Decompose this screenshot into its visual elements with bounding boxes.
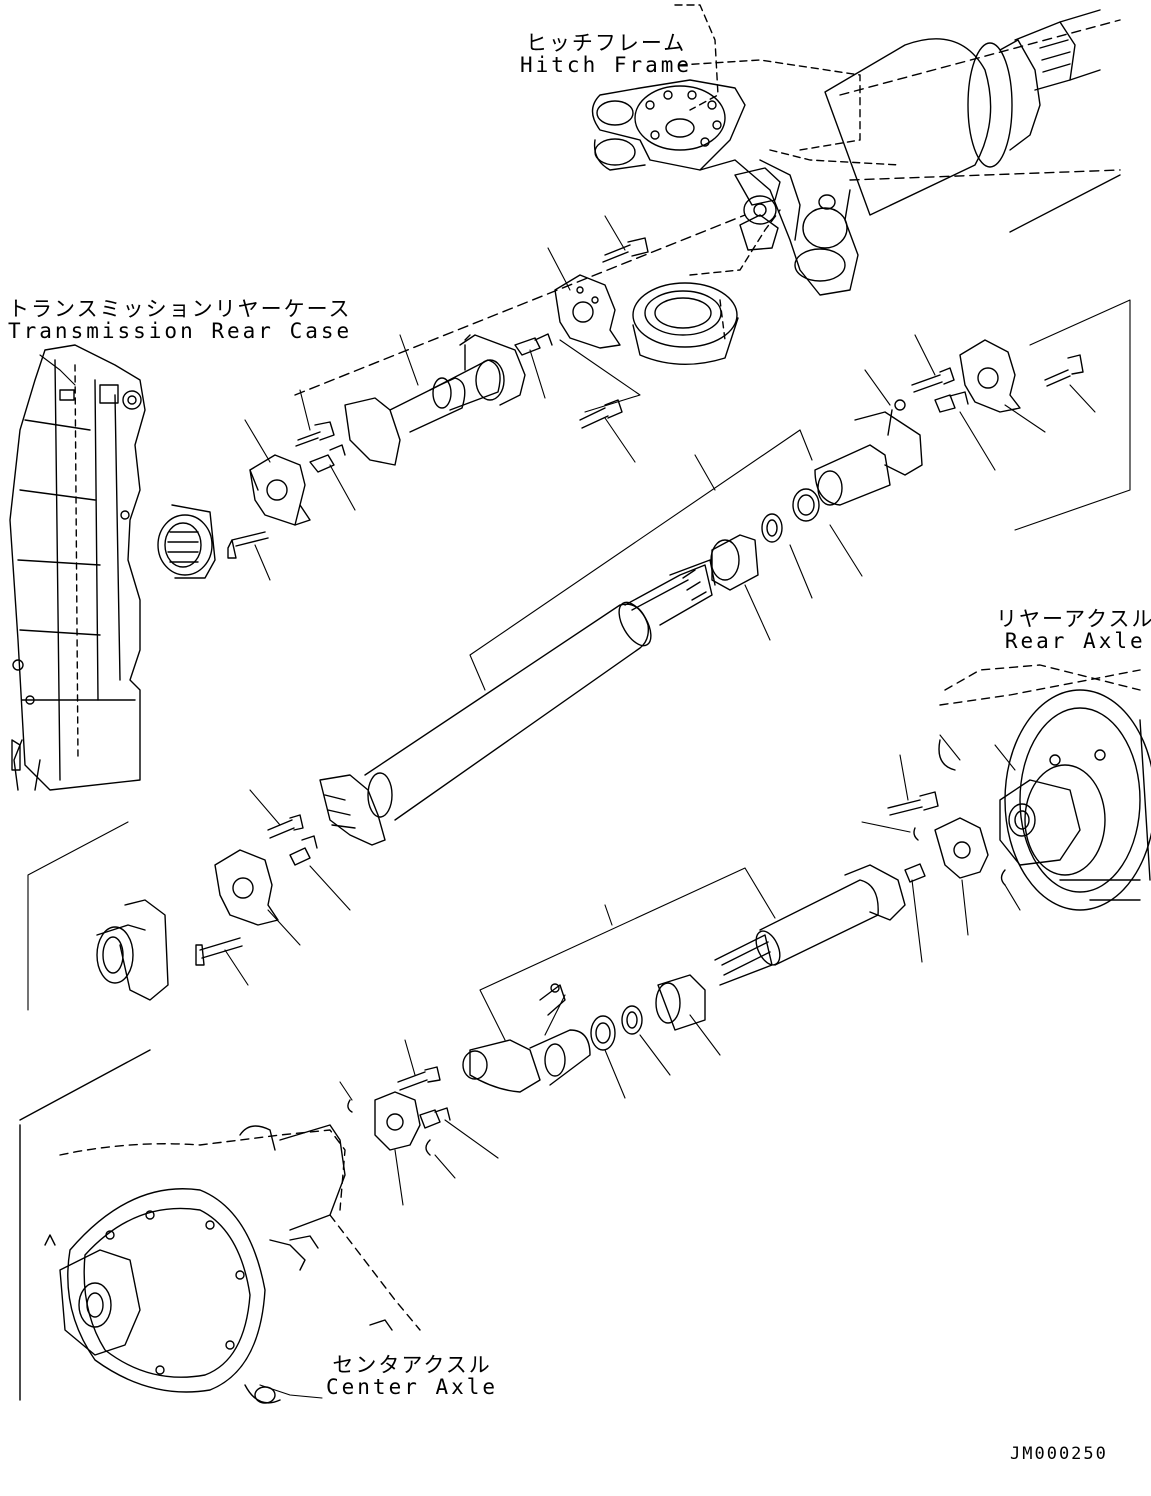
leader-lines: [28, 216, 1130, 1398]
center-axle-flange-parts: [97, 815, 317, 1000]
rear-axle-label: リヤーアクスル Rear Axle: [996, 608, 1151, 652]
rear-propeller-shaft: [348, 792, 1005, 1155]
center-axle-label: センタアクスル Center Axle: [326, 1354, 498, 1398]
transmission-rear-case: [10, 345, 145, 790]
center-axle: [20, 1050, 420, 1403]
transmission-rear-case-label-jp: トランスミッションリヤーケース: [8, 297, 352, 321]
transmission-rear-case-label-en: Transmission Rear Case: [8, 319, 353, 344]
center-axle-label-jp: センタアクスル: [332, 1353, 492, 1377]
transmission-rear-case-label: トランスミッションリヤーケース Transmission Rear Case: [8, 298, 352, 342]
rear-axle: [939, 665, 1151, 910]
rear-axle-label-en: Rear Axle: [1004, 629, 1146, 654]
hitch-frame-assembly: [295, 5, 1120, 395]
hitch-frame-label-en: Hitch Frame: [520, 53, 693, 78]
center-axle-label-en: Center Axle: [326, 1375, 499, 1400]
drawing-number: JM000250: [1010, 1444, 1108, 1464]
main-propeller-shaft: [320, 560, 715, 845]
front-shaft-assembly: [158, 238, 648, 578]
hitch-frame-label: ヒッチフレーム Hitch Frame: [520, 32, 692, 76]
rear-shaft-upper-parts: [711, 340, 1083, 590]
rear-axle-label-jp: リヤーアクスル: [996, 607, 1151, 631]
hitch-frame-label-jp: ヒッチフレーム: [525, 31, 687, 55]
